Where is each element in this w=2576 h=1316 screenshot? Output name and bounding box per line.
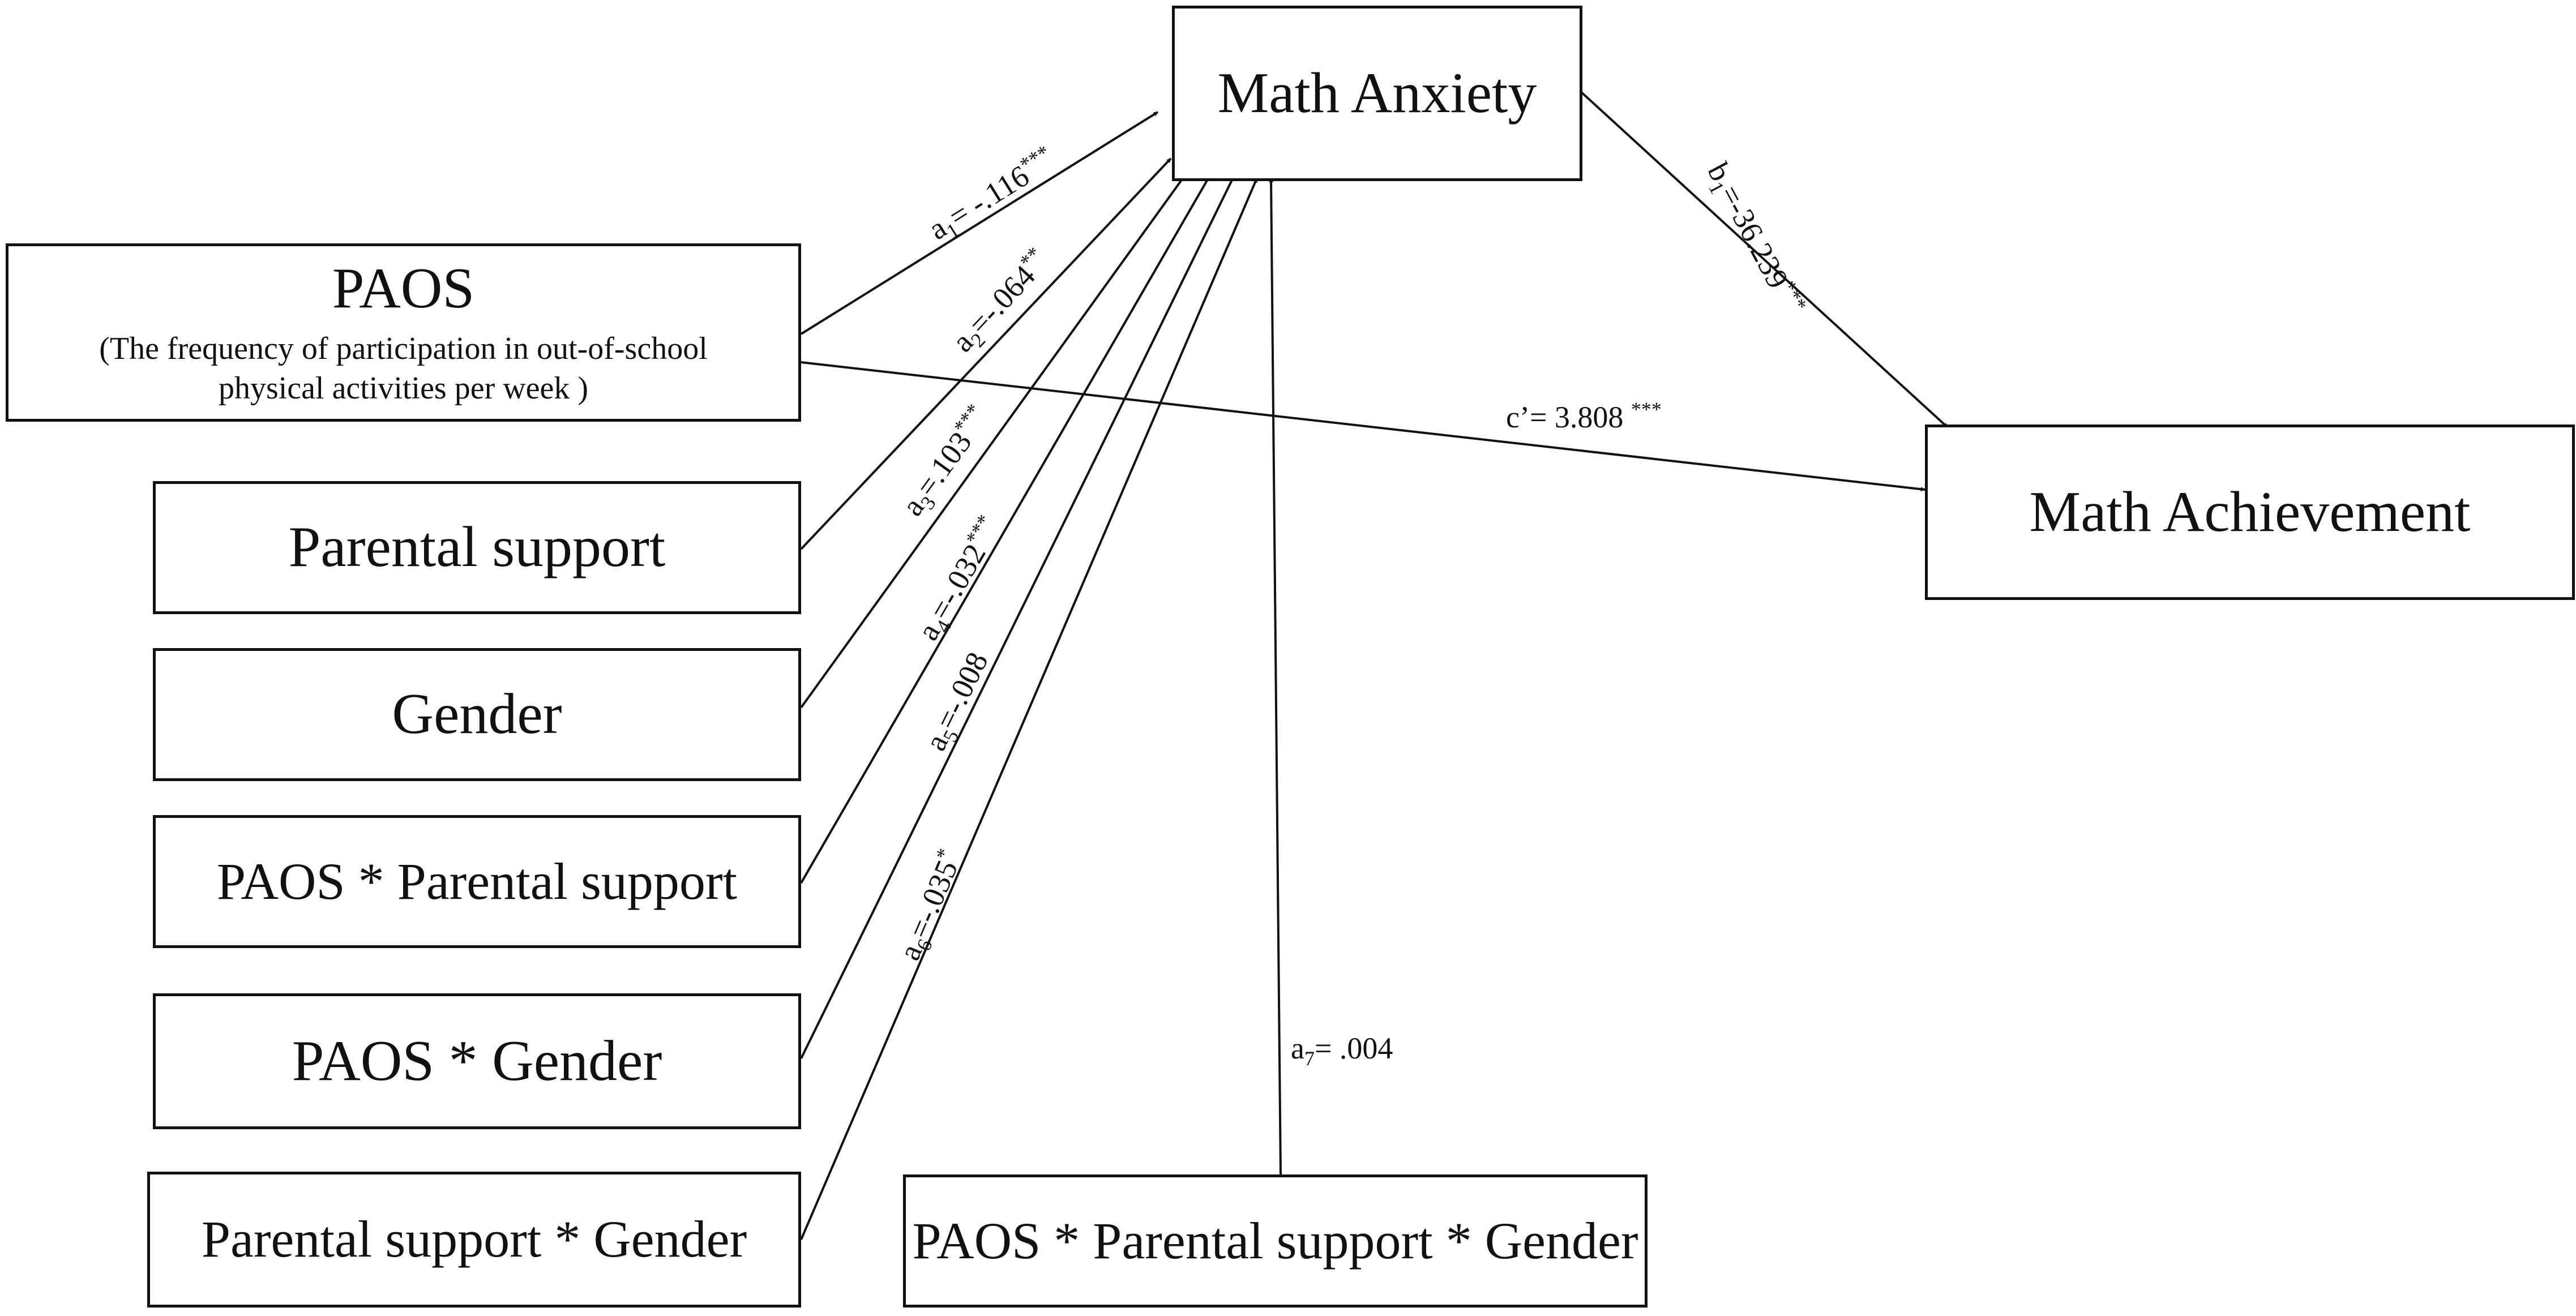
path-a1-label: a1= -.116***: [921, 140, 1063, 250]
paos-subtitle-line1: (The frequency of participation in out-o…: [99, 331, 708, 366]
math-achievement-box: Math Achievement: [1925, 425, 2575, 600]
math-achievement-label: Math Achievement: [2029, 479, 2471, 544]
paos-x-parental-support-box: PAOS * Parental support: [153, 815, 801, 948]
gender-box: Gender: [153, 648, 801, 781]
path-c-prime-label: c’= 3.808 ***: [1506, 398, 1662, 434]
paos-x-parental-support-x-gender-box: PAOS * Parental support * Gender: [903, 1174, 1648, 1308]
path-a7-arrow: [1269, 178, 1282, 1175]
paos-x-parental-support-x-gender-label: PAOS * Parental support * Gender: [912, 1211, 1638, 1270]
paos-box: PAOS (The frequency of participation in …: [6, 243, 801, 422]
path-a3-arrow: [800, 169, 1190, 709]
path-a1-arrow: [800, 111, 1159, 335]
paos-x-gender-label: PAOS * Gender: [292, 1028, 662, 1093]
path-a4-arrow: [800, 172, 1213, 884]
path-a6-label: a6=-.035*: [890, 845, 973, 967]
path-a5-label: a5=-.008: [918, 647, 999, 758]
parental-support-box: Parental support: [153, 481, 801, 614]
paos-title: PAOS: [332, 256, 475, 321]
parental-support-x-gender-box: Parental support * Gender: [147, 1172, 801, 1308]
paos-subtitle-line2: physical activities per week ): [218, 370, 589, 406]
path-b1-label: b1=-36.239***: [1697, 156, 1812, 323]
paos-x-parental-support-label: PAOS * Parental support: [216, 852, 738, 910]
path-a2-arrow: [800, 157, 1172, 550]
path-a4-label: a4=-.032***: [909, 511, 1012, 648]
math-anxiety-box: Math Anxiety: [1172, 6, 1582, 181]
paos-x-gender-box: PAOS * Gender: [153, 993, 801, 1129]
path-a5-arrow: [800, 175, 1235, 1059]
path-a2-label: a2=-.064**: [944, 242, 1059, 362]
math-anxiety-label: Math Anxiety: [1217, 61, 1537, 125]
path-b1-arrow: [1578, 89, 1949, 428]
parental-support-x-gender-label: Parental support * Gender: [201, 1210, 747, 1268]
path-a7-label: a7= .004: [1291, 1031, 1393, 1070]
path-a6-arrow: [800, 178, 1258, 1240]
parental-support-label: Parental support: [288, 515, 666, 580]
gender-label: Gender: [392, 682, 562, 747]
path-c-prime-arrow: [801, 361, 1925, 492]
